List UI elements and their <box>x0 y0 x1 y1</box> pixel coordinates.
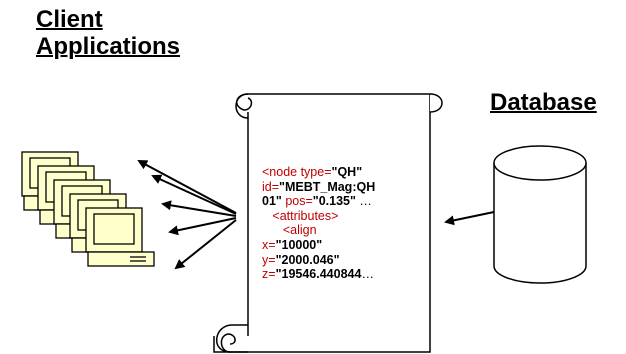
client-heading-line-1: Client <box>36 6 103 33</box>
xml-token: "0.135" <box>312 194 356 209</box>
xml-token: pos= <box>281 194 313 209</box>
desktop-computer-icon <box>85 207 155 267</box>
xml-token: x= <box>262 237 276 252</box>
xml-line: x="10000" <box>262 238 422 253</box>
xml-token: <node type= <box>262 165 332 179</box>
xml-token: "MEBT_Mag:QH <box>279 179 376 194</box>
xml-line: z="19546.440844… <box>262 267 422 282</box>
xml-line: <node type="QH" <box>262 165 422 180</box>
arrow-document-to-client-1 <box>137 160 237 214</box>
xml-token: id= <box>262 179 280 194</box>
xml-token: y= <box>262 252 276 267</box>
xml-token: 01" <box>262 194 282 209</box>
xml-token: … <box>361 267 374 282</box>
xml-token: … <box>355 194 372 209</box>
xml-line: <align <box>262 223 422 238</box>
client-heading-line-2: Applications <box>36 33 181 60</box>
xml-line: id="MEBT_Mag:QH <box>262 180 422 195</box>
scroll-icon <box>213 93 443 353</box>
xml-line: <attributes> <box>262 209 422 224</box>
xml-token: "2000.046" <box>275 252 340 267</box>
arrow-document-to-client-2 <box>151 174 237 215</box>
database-heading: Database <box>490 89 597 116</box>
cylinder-database-icon <box>493 145 587 284</box>
xml-token: "10000" <box>275 237 323 252</box>
xml-line: y="2000.046" <box>262 253 422 268</box>
xml-token: <align <box>262 223 317 238</box>
xml-token: <attributes> <box>262 208 339 223</box>
xml-token: z= <box>262 267 276 282</box>
arrow-document-to-client-3 <box>161 200 237 217</box>
arrow-document-to-client-4 <box>168 217 237 236</box>
client-applications-heading: Client Applications <box>36 6 180 60</box>
arrow-db-to-document <box>444 211 495 226</box>
xml-token: "QH" <box>331 165 363 179</box>
desktop-computer-icon <box>21 151 155 267</box>
xml-line: 01" pos="0.135" … <box>262 194 422 209</box>
arrow-document-to-client-5 <box>174 219 237 270</box>
xml-token: "19546.440844 <box>275 267 362 282</box>
